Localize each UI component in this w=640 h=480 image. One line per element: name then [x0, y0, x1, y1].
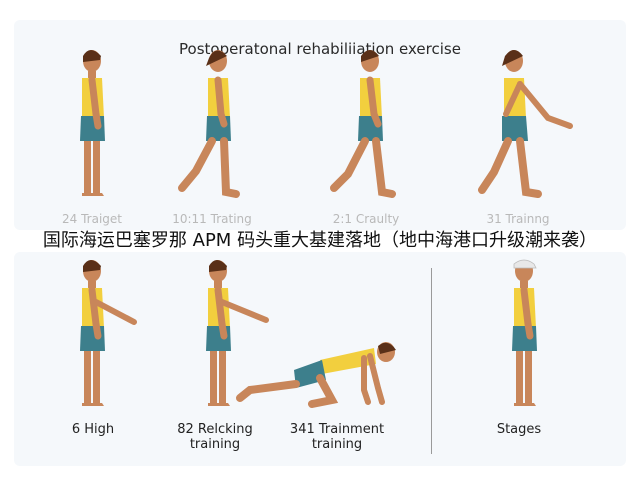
bottom-caption-3-line1: 341 Trainment — [289, 422, 385, 437]
top-caption-2: 10:11 Trating — [172, 212, 252, 226]
figure-step-forward — [178, 50, 240, 198]
bottom-caption-1: 6 High — [28, 422, 158, 437]
top-caption-3: 2:1 Craulty — [332, 212, 400, 226]
figure-lunge-plank — [236, 342, 396, 408]
top-caption-1: 24 Traiget — [62, 212, 122, 226]
bottom-caption-3: 341 Trainment training — [272, 422, 402, 452]
bottom-caption-2-line2: training — [189, 437, 241, 452]
banner-text: 国际海运巴塞罗那 APM 码头重大基建落地（地中海港口升级潮来袭） — [0, 230, 640, 252]
figure-standing — [80, 50, 105, 196]
bottom-caption-1-line1: 6 High — [71, 422, 115, 437]
section-divider — [431, 268, 432, 454]
bottom-caption-2: 82 Relcking training — [150, 422, 280, 452]
figure-stages — [512, 259, 537, 406]
bottom-caption-3-line2: training — [311, 437, 363, 452]
bottom-caption-4-line1: Stages — [496, 422, 542, 437]
page-title: Postoperatonal rehabiliiation exercise — [179, 40, 461, 58]
figure-walking — [330, 50, 396, 198]
top-caption-4: 31 Trainng — [486, 212, 550, 226]
bottom-caption-4: Stages — [454, 422, 584, 437]
cap-icon — [513, 259, 537, 269]
figure-arm-reach — [478, 50, 573, 198]
figure-arm-forward — [206, 260, 269, 406]
figure-arm-extend — [80, 260, 137, 406]
bottom-caption-2-line1: 82 Relcking — [177, 422, 253, 437]
